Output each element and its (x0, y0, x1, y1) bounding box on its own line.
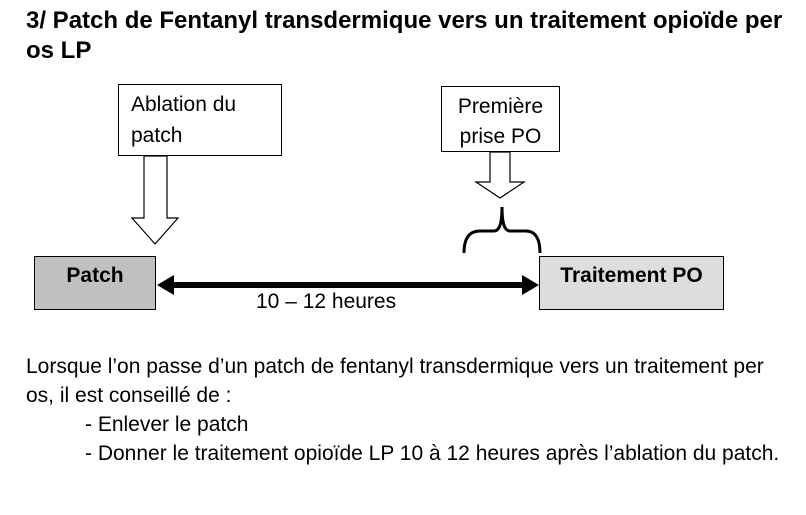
arrow-right-head-icon (522, 275, 539, 295)
list-item: - Donner le traitement opioïde LP 10 à 1… (85, 442, 780, 465)
list-item: - Enlever le patch (85, 413, 249, 436)
down-arrow-icon (130, 155, 180, 245)
arrow-left-head-icon (157, 275, 174, 295)
premiere-label-line1: Première (457, 95, 544, 118)
ablation-box: Ablation du patch (118, 84, 282, 156)
premiere-label-line2: prise PO (459, 125, 542, 148)
explanation-paragraph: Lorsque l’on passe d’un patch de fentany… (26, 352, 786, 468)
curly-brace-icon (462, 206, 542, 254)
ablation-label: Ablation du patch (131, 93, 237, 147)
patch-node: Patch (34, 256, 156, 310)
premiere-prise-box: Première prise PO (441, 86, 560, 152)
page-title: 3/ Patch de Fentanyl transdermique vers … (26, 7, 783, 64)
traitement-po-node: Traitement PO (539, 256, 724, 310)
down-arrow-icon (474, 151, 526, 199)
paragraph-intro: Lorsque l’on passe d’un patch de fentany… (26, 355, 764, 407)
duration-label: 10 – 12 heures (256, 290, 397, 313)
